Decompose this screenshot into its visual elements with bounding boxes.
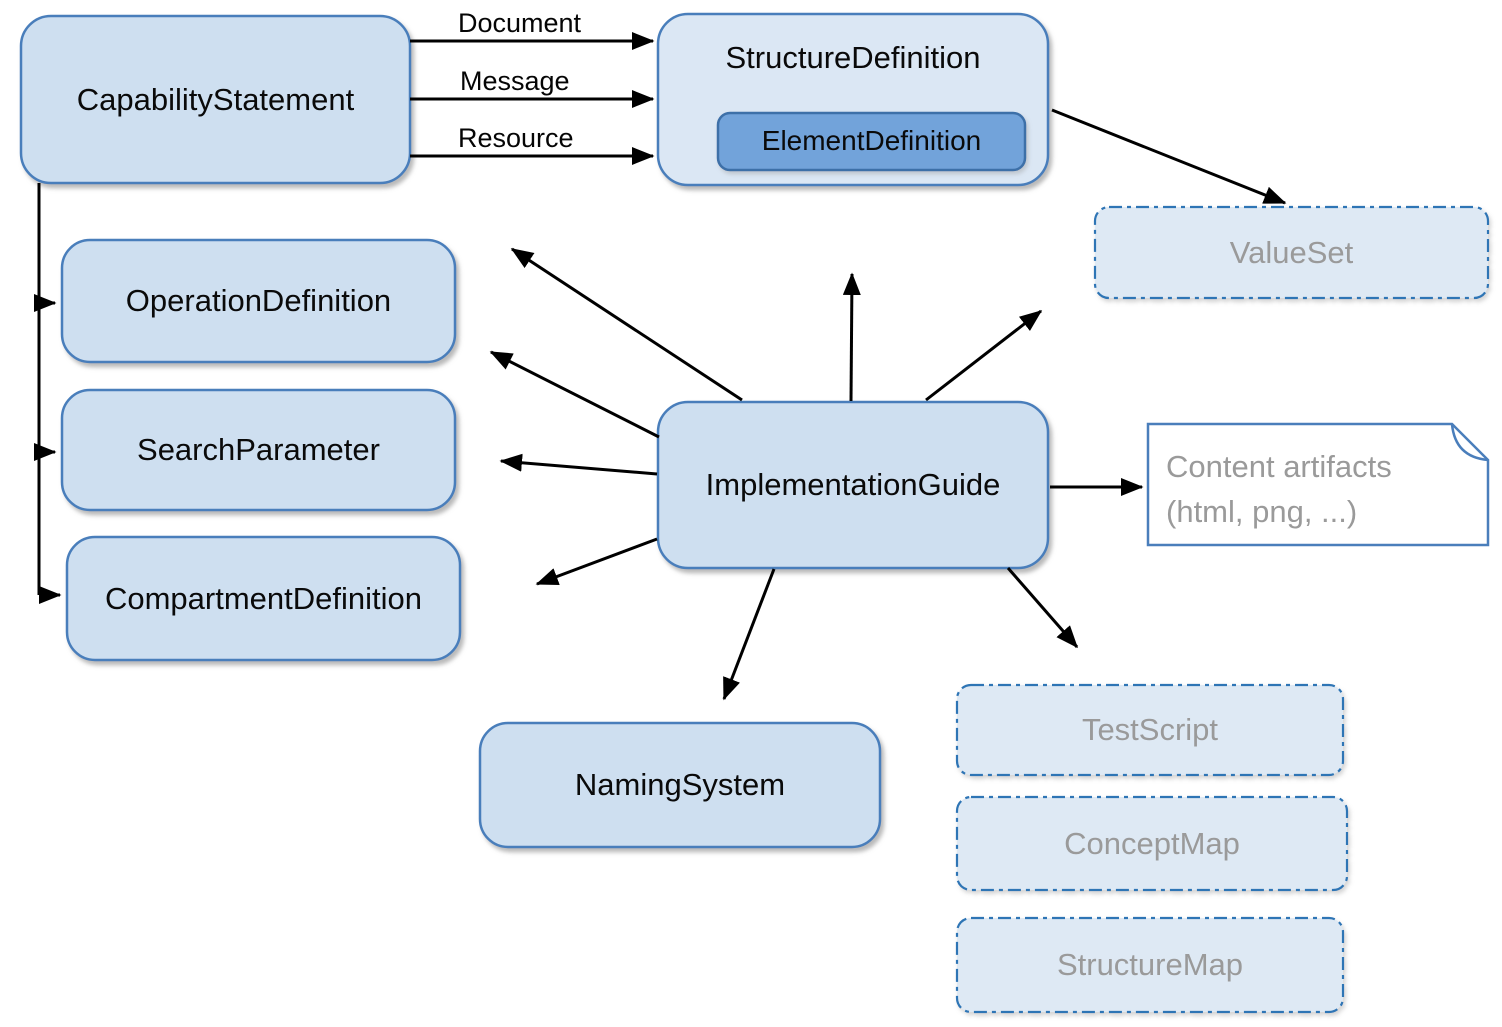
implementation-guide-box [656, 400, 1050, 570]
arrow-ig-up [842, 272, 861, 402]
search-parameter-box [60, 388, 457, 512]
element-definition-box [716, 111, 1027, 172]
arrow-ig-upper-right [925, 309, 1043, 402]
operation-definition-box [60, 238, 457, 364]
test-script-box [955, 683, 1345, 777]
capability-statement-box [19, 14, 412, 185]
naming-system-box [478, 721, 882, 849]
content-artifacts-fold [1450, 423, 1489, 462]
arrow-ig-namingsystem [722, 568, 776, 701]
arrow-ig-upper-left-short [489, 350, 660, 439]
arrow-ig-lower-right [1006, 567, 1079, 649]
content-artifacts-box [1146, 422, 1490, 547]
compartment-definition-box [65, 535, 462, 662]
arrow-ig-lower-left [535, 537, 658, 586]
concept-map-box [955, 795, 1349, 892]
arrow-structuredefinition-valueset [1051, 108, 1287, 205]
arrow-ig-upper-left-long [510, 247, 743, 402]
value-set-box [1093, 205, 1490, 300]
arrow-ig-left [499, 453, 658, 476]
structure-map-box [955, 916, 1345, 1014]
